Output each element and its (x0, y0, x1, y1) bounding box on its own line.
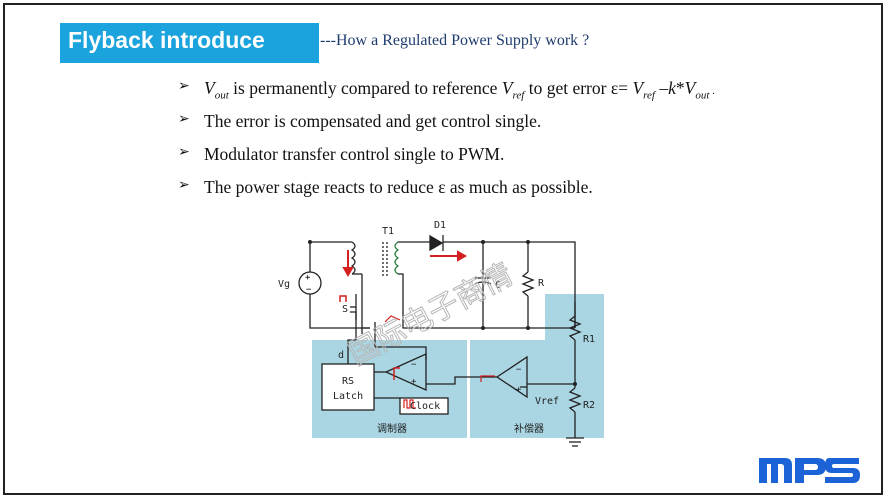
bullet-item: ➢ The error is compensated and get contr… (178, 111, 778, 144)
label-latch: Latch (333, 391, 363, 402)
label-vref: Vref (535, 396, 559, 407)
mps-logo (759, 458, 860, 483)
arrow-bullet-icon: ➢ (178, 177, 190, 193)
bullet-list: ➢ Vout is permanently compared to refere… (178, 78, 778, 210)
bullet-text: The error is compensated and get control… (204, 111, 542, 131)
svg-text:−: − (306, 285, 312, 295)
svg-text:−: − (516, 365, 522, 375)
title-banner: Flyback introduce (60, 23, 319, 63)
svg-text:+: + (305, 273, 311, 283)
bullet-item: ➢ Modulator transfer control single to P… (178, 144, 778, 177)
label-c: C (495, 280, 501, 291)
svg-text:+: + (411, 377, 417, 387)
compensator-panel (470, 340, 604, 438)
label-rs: RS (342, 376, 354, 387)
bullet-item: ➢ Vout is permanently compared to refere… (178, 78, 778, 111)
svg-text:−: − (411, 360, 417, 370)
slide-subtitle: ---How a Regulated Power Supply work ? (320, 32, 590, 49)
svg-text:+: + (516, 385, 522, 395)
arrow-bullet-icon: ➢ (178, 111, 190, 127)
arrow-bullet-icon: ➢ (178, 78, 190, 94)
label-d1: D1 (434, 220, 446, 231)
label-vg: Vg (278, 279, 290, 290)
label-t1: T1 (382, 226, 394, 237)
label-r: R (538, 278, 545, 289)
slide-frame (3, 3, 883, 495)
label-modulator: 调制器 (377, 422, 407, 435)
label-r2: R2 (583, 400, 595, 411)
label-d: d (338, 350, 344, 361)
label-clock: Clock (410, 401, 440, 412)
label-r1: R1 (583, 334, 595, 345)
bullet-text: Vout is permanently compared to referenc… (204, 78, 715, 102)
bullet-item: ➢ The power stage reacts to reduce ε as … (178, 177, 778, 210)
label-s: S (342, 304, 348, 315)
slide-title: Flyback introduce (68, 27, 265, 53)
flyback-circuit-diagram: + − T1 D1 Vg C R R1 R2 S d RS Latch Cloc… (278, 220, 604, 447)
bullet-text: Modulator transfer control single to PWM… (204, 144, 505, 164)
arrow-bullet-icon: ➢ (178, 144, 190, 160)
bullet-text: The power stage reacts to reduce ε as mu… (204, 177, 593, 197)
label-compensator: 补偿器 (514, 422, 544, 435)
